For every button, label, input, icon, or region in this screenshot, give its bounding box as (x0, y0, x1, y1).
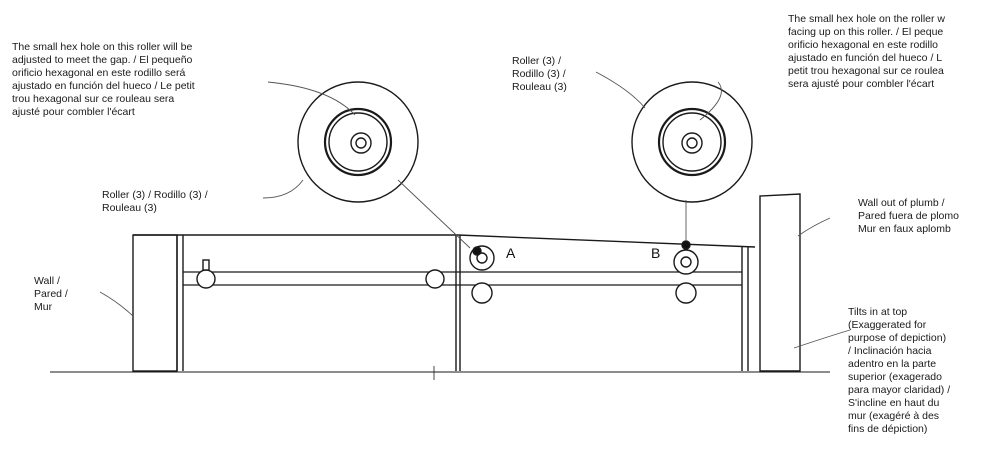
label-wall: Wall / Pared / Mur (34, 275, 68, 313)
note-right-hex-hole: The small hex hole on the roller w facin… (788, 13, 945, 90)
roller-detail-left (297, 81, 419, 203)
label-roller-left: Roller (3) / Rodillo (3) / Rouleau (3) (102, 189, 208, 214)
marker-a: A (506, 245, 516, 261)
note-left-hex-hole: The small hex hole on this roller will b… (12, 41, 195, 118)
right-wall (759, 193, 801, 372)
rod-bracket (202, 259, 210, 271)
middle-post (455, 235, 461, 371)
left-wall (132, 234, 184, 372)
leader-lines (99, 71, 851, 349)
right-post (741, 246, 749, 371)
top-beam-sloped (457, 234, 756, 248)
note-tilts-in: Tilts in at top (Exaggerated for purpose… (848, 306, 951, 435)
roller-a (469, 245, 495, 304)
marker-b: B (651, 245, 661, 261)
roller-detail-right (631, 81, 753, 203)
horizontal-rod (183, 271, 742, 286)
rod-roller-middle (425, 269, 445, 289)
rod-roller-left (196, 269, 216, 289)
roller-b (673, 240, 699, 304)
label-wall-out-of-plumb: Wall out of plumb / Pared fuera de plomo… (858, 197, 959, 235)
label-roller-right: Roller (3) / Rodillo (3) / Rouleau (3) (512, 55, 567, 93)
